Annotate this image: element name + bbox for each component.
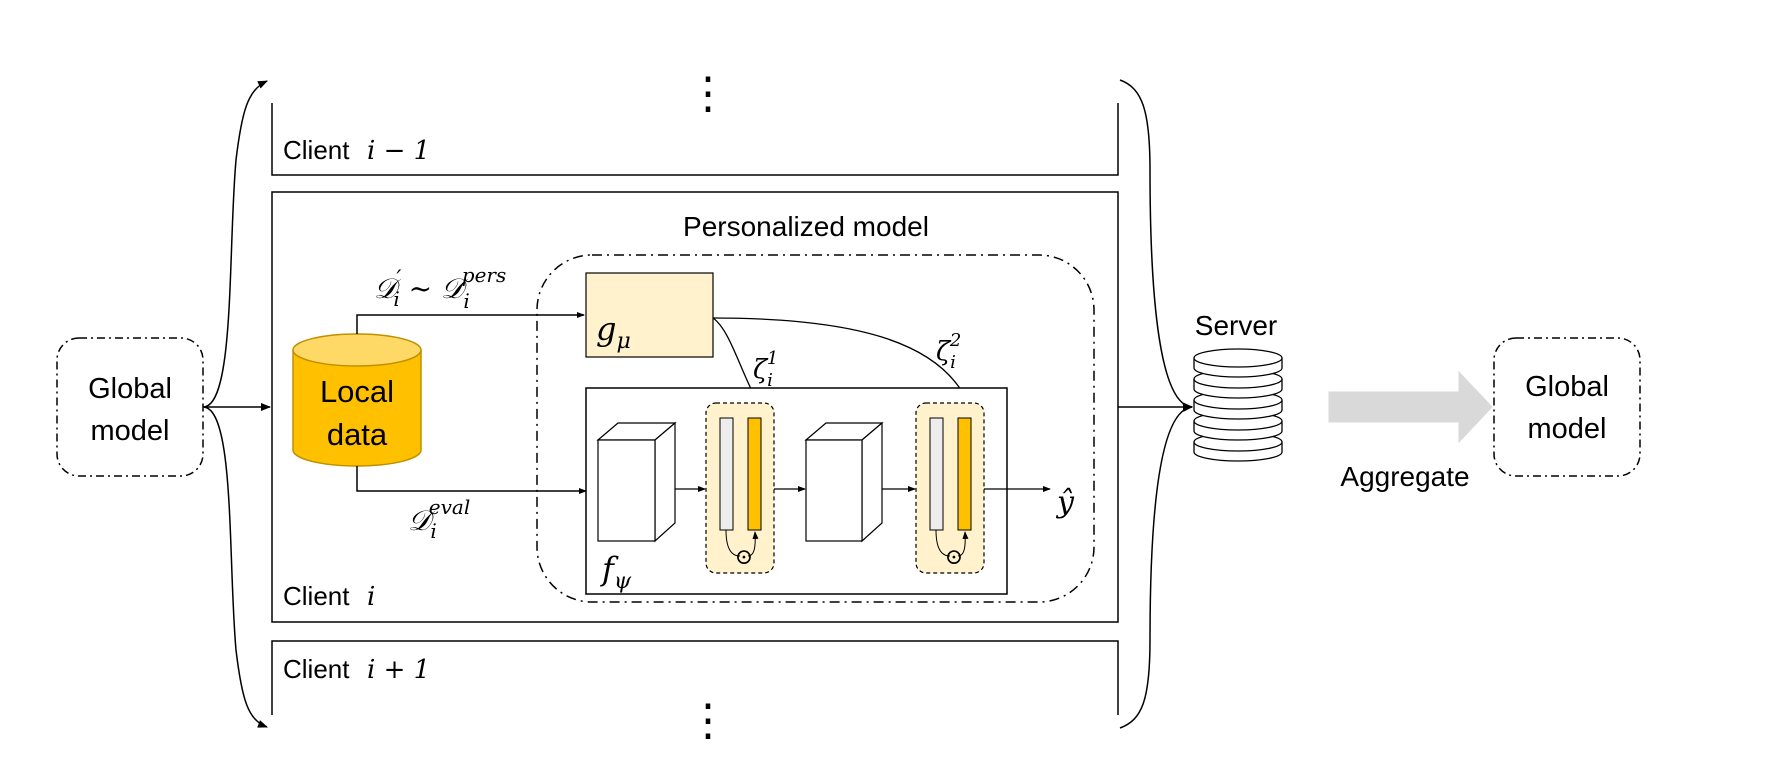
- zeta1-label: ζi1: [753, 348, 778, 391]
- hadamard-symbol-2: ⊙: [945, 545, 963, 570]
- client-current-label: Client: [283, 581, 350, 611]
- ellipsis-top: ⋮: [686, 68, 730, 119]
- aggregate-label: Aggregate: [1340, 461, 1469, 492]
- global-model-left: Global model: [56, 337, 204, 477]
- personalized-model-region: Personalized model: [536, 211, 1095, 603]
- server-label: Server: [1195, 310, 1277, 341]
- data-eval-label: 𝒟ieval: [408, 495, 470, 543]
- data-pers-label: 𝒟′i ~ 𝒟ipers: [374, 263, 506, 313]
- local-data-line1: Local: [320, 374, 394, 409]
- hypernetwork-label: gμ: [596, 310, 631, 354]
- output-label: ŷ: [1055, 485, 1075, 520]
- data-flow-lines: [356, 312, 587, 494]
- layer-block-2: [804, 421, 884, 543]
- client-current-index: i: [367, 582, 375, 612]
- client-next-panel: Client i + 1: [271, 640, 1119, 715]
- global-model-right-line2: model: [1528, 413, 1607, 445]
- global-model-right: Global model: [1493, 337, 1641, 477]
- client-prev-label: Client: [283, 135, 350, 165]
- local-data-line2: data: [327, 417, 388, 452]
- broadcast-arrows: [202, 80, 271, 728]
- client-next-label: Client: [283, 654, 350, 684]
- server-icon: [1193, 348, 1283, 462]
- hadamard-symbol-1: ⊙: [735, 545, 753, 570]
- hypernetwork-box: gμ: [585, 272, 714, 358]
- client-next-index: i + 1: [367, 655, 430, 685]
- zeta2-label: ζi2: [936, 330, 961, 373]
- upload-arrows: [1118, 79, 1193, 729]
- personalized-model-title: Personalized model: [683, 211, 929, 242]
- layer-block-1: [596, 421, 677, 543]
- modulation-module-1: ⊙: [705, 402, 775, 574]
- client-prev-panel: Client i − 1: [271, 103, 1119, 176]
- local-data-cylinder: Local data: [292, 333, 422, 467]
- client-prev-index: i − 1: [367, 136, 430, 166]
- global-model-left-line1: Global: [88, 373, 172, 405]
- modulation-module-2: ⊙: [915, 402, 985, 574]
- aggregate-arrow: [1328, 370, 1493, 444]
- global-model-right-line1: Global: [1525, 371, 1609, 403]
- backbone-label: fψ: [600, 550, 632, 594]
- global-model-left-line2: model: [91, 415, 170, 447]
- ellipsis-bottom: ⋮: [686, 695, 730, 746]
